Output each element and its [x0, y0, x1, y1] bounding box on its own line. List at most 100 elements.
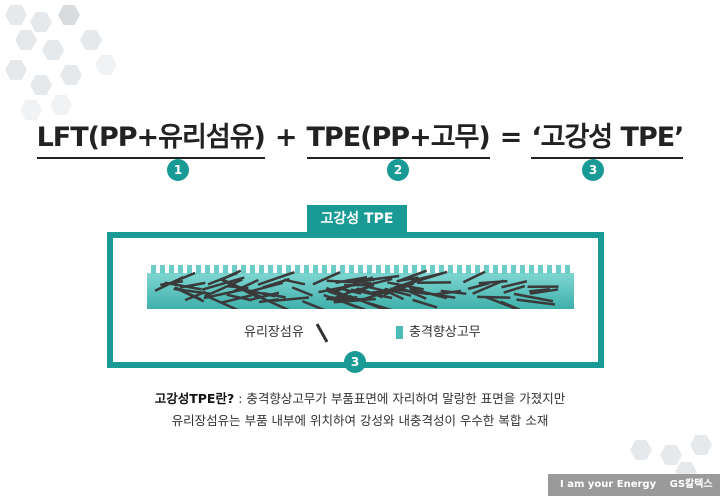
glass-fiber	[367, 301, 393, 309]
glass-fiber	[516, 298, 556, 306]
surface-tooth	[493, 265, 498, 274]
glass-fiber	[371, 274, 400, 281]
surface-tooth	[205, 265, 210, 274]
surface-tooth	[169, 265, 174, 274]
surface-tooth	[385, 265, 390, 274]
surface-tooth	[520, 265, 525, 274]
surface-tooth	[412, 265, 417, 274]
surface-tooth	[502, 265, 507, 274]
surface-tooth	[484, 265, 489, 274]
glass-fiber	[503, 284, 526, 294]
glass-fiber	[409, 287, 448, 300]
surface-tooth	[340, 265, 345, 274]
equation: LFT(PP+유리섬유) + TPE(PP+고무) = ‘고강성 TPE’	[0, 115, 720, 159]
glass-fiber	[201, 276, 245, 291]
gs-caltex-logo: I am your Energy GS칼텍스	[548, 474, 720, 496]
surface-tooth	[475, 265, 480, 274]
surface-tooth	[196, 265, 201, 274]
glass-fiber	[160, 280, 184, 287]
surface-tooth	[331, 265, 336, 274]
description-line2: 유리장섬유는 부품 내부에 위치하여 강성와 내충격성이 우수한 복합 소재	[171, 413, 549, 428]
glass-fiber	[249, 281, 284, 293]
glass-fiber	[332, 276, 374, 294]
surface-tooth	[457, 265, 462, 274]
glass-fiber	[262, 291, 286, 299]
surface-tooth	[268, 265, 273, 274]
equals-operator: =	[499, 122, 523, 153]
glass-fiber	[232, 278, 259, 293]
surface-tooth	[214, 265, 219, 274]
glass-fiber	[174, 286, 202, 301]
glass-fiber	[412, 298, 438, 309]
glass-fiber	[529, 288, 559, 295]
surface-tooth	[259, 265, 264, 274]
surface-tooth	[160, 265, 165, 274]
surface-teeth	[151, 265, 570, 274]
surface-tooth	[232, 265, 237, 274]
glass-fiber	[383, 282, 415, 297]
description: 고강성TPE란? : 충격향상고무가 부품표면에 자리하여 말랑한 표면을 가졌…	[0, 388, 720, 432]
surface-tooth	[367, 265, 372, 274]
term-high-strength-tpe: ‘고강성 TPE’	[531, 122, 684, 159]
surface-tooth	[241, 265, 246, 274]
surface-tooth	[358, 265, 363, 274]
glass-fiber	[326, 279, 372, 285]
surface-tooth	[421, 265, 426, 274]
composite-cross-section	[147, 265, 574, 309]
glass-fiber	[396, 276, 419, 283]
surface-tooth	[439, 265, 444, 274]
glass-fiber	[462, 270, 486, 284]
glass-fiber	[179, 281, 206, 289]
description-line1: : 충격향상고무가 부품표면에 자리하여 말랑한 표면을 가졌지만	[234, 391, 566, 406]
surface-tooth	[313, 265, 318, 274]
glass-fiber	[291, 286, 314, 297]
glass-fiber	[350, 288, 393, 300]
glass-fiber	[472, 279, 504, 295]
fiber-icon	[315, 322, 329, 343]
glass-fiber	[221, 294, 252, 304]
marker-2: 2	[387, 159, 409, 181]
surface-tooth	[538, 265, 543, 274]
glass-fiber	[400, 286, 427, 300]
marker-1: 1	[167, 159, 189, 181]
marker-3: 3	[582, 159, 604, 181]
term-lft: LFT(PP+유리섬유)	[36, 122, 266, 159]
legend-fiber-label: 유리장섬유	[244, 325, 304, 340]
surface-tooth	[547, 265, 552, 274]
surface-tooth	[187, 265, 192, 274]
glass-fiber	[323, 293, 366, 309]
glass-fiber	[301, 299, 326, 309]
glass-fiber	[220, 269, 242, 282]
glass-fiber	[411, 270, 448, 284]
term-tpe: TPE(PP+고무)	[306, 122, 491, 159]
glass-fibers	[154, 269, 559, 309]
glass-fiber	[477, 295, 511, 299]
plus-operator: +	[274, 122, 298, 153]
glass-fiber	[206, 295, 239, 309]
glass-fiber	[219, 277, 258, 298]
surface-tooth	[556, 265, 561, 274]
legend-rubber: 충격향상고무	[396, 321, 481, 340]
surface-tooth	[376, 265, 381, 274]
glass-fiber	[529, 288, 551, 293]
surface-tooth	[322, 265, 327, 274]
glass-fiber	[501, 280, 528, 289]
glass-fiber	[204, 278, 243, 298]
glass-fiber	[312, 271, 341, 286]
rubber-swatch-icon	[396, 326, 403, 339]
legend-rubber-label: 충격향상고무	[409, 325, 481, 340]
surface-tooth	[304, 265, 309, 274]
surface-tooth	[529, 265, 534, 274]
surface-tooth	[250, 265, 255, 274]
surface-tooth	[277, 265, 282, 274]
surface-tooth	[448, 265, 453, 274]
glass-fiber	[273, 296, 310, 303]
surface-tooth	[511, 265, 516, 274]
surface-tooth	[349, 265, 354, 274]
glass-fiber	[513, 292, 554, 303]
glass-fiber	[226, 293, 253, 302]
glass-fiber	[467, 281, 490, 291]
glass-fiber	[387, 281, 424, 291]
glass-fiber	[485, 295, 519, 309]
surface-tooth	[430, 265, 435, 274]
